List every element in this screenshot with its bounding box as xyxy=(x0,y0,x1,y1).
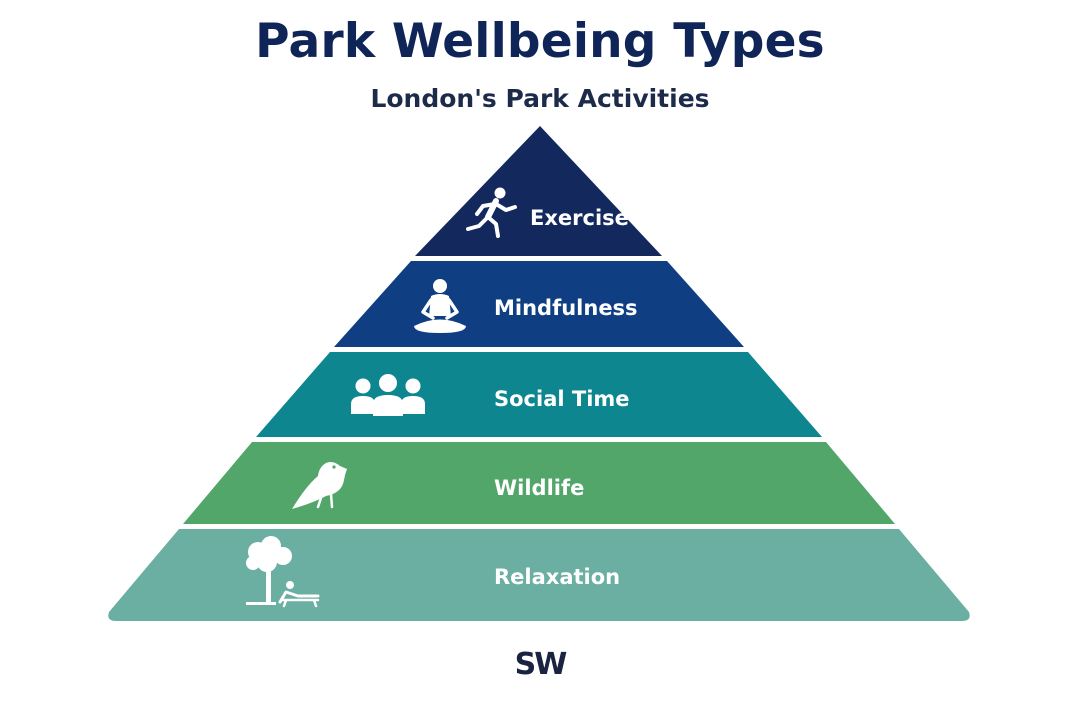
tier-label-social-time: Social Time xyxy=(494,387,630,411)
tier-label-exercise: Exercise xyxy=(530,206,629,230)
brand-logo: SW xyxy=(514,647,568,682)
tier-label-wildlife: Wildlife xyxy=(494,476,584,500)
pyramid-tier-relaxation: Relaxation xyxy=(108,529,970,621)
pyramid-tier-wildlife: Wildlife xyxy=(183,442,895,524)
group-icon xyxy=(351,374,425,416)
page-title: Park Wellbeing Types xyxy=(255,14,825,69)
tier-label-mindfulness: Mindfulness xyxy=(494,296,638,320)
tree-lounger-icon xyxy=(246,536,320,608)
bird-icon xyxy=(292,462,347,509)
pyramid-tier-mindfulness: Mindfulness xyxy=(334,261,744,347)
page-subtitle: London's Park Activities xyxy=(370,84,710,113)
running-person-icon xyxy=(466,187,517,238)
tier-label-relaxation: Relaxation xyxy=(494,565,620,589)
pyramid-tier-social-time: Social Time xyxy=(256,352,822,437)
pyramid-tier-exercise: Exercise xyxy=(415,126,662,256)
meditation-icon xyxy=(414,279,466,333)
